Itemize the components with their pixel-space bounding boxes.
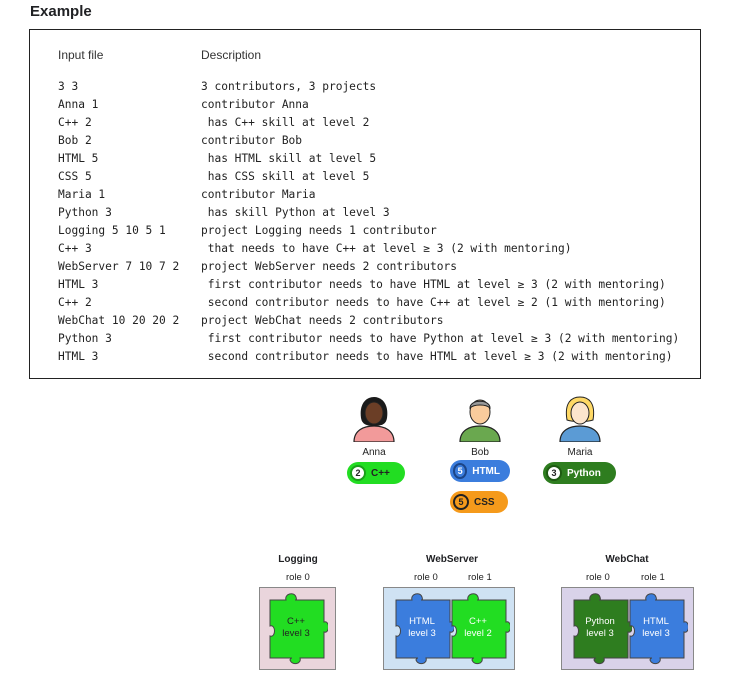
anna-avatar-icon [353, 397, 395, 443]
example-heading: Example [30, 3, 92, 20]
description-line: second contributor needs to have HTML at… [201, 350, 673, 363]
skill-level: 5 [453, 494, 469, 510]
webchat-role-0: role 0 [586, 572, 610, 583]
bob-skill-html: 5 HTML [450, 460, 510, 482]
input-line: C++ 2 [58, 296, 92, 309]
bob-name: Bob [471, 447, 489, 458]
input-line: Python 3 [58, 332, 112, 345]
webchat-panel: Python level 3 HTML level 3 [561, 587, 694, 670]
input-line: Maria 1 [58, 188, 106, 201]
description-line: first contributor needs to have Python a… [201, 332, 680, 345]
description-line: has HTML skill at level 5 [201, 152, 377, 165]
webserver-role-1: role 1 [468, 572, 492, 583]
skill-name: C++ [371, 467, 390, 479]
webchat-python-puzzle-piece-icon [573, 593, 632, 665]
webserver-cpp-puzzle-piece-icon [451, 593, 510, 665]
input-line: Anna 1 [58, 98, 99, 111]
description-line: has CSS skill at level 5 [201, 170, 370, 183]
description-line: has skill Python at level 3 [201, 206, 390, 219]
logging-cpp-puzzle-piece-icon [269, 593, 328, 665]
webchat-piece-label-1: HTML level 3 [626, 616, 686, 640]
input-line: HTML 3 [58, 278, 99, 291]
input-line: 3 3 [58, 80, 79, 93]
piece-skill: HTML [409, 616, 435, 627]
input-file-header: Input file [58, 48, 104, 62]
description-line: contributor Maria [201, 188, 316, 201]
logging-panel: C++ level 3 [259, 587, 336, 670]
description-line: project WebChat needs 2 contributors [201, 314, 444, 327]
piece-level: level 3 [586, 628, 614, 639]
logging-role-0: role 0 [286, 572, 310, 583]
contributor-maria: Maria [540, 396, 620, 458]
description-line: project Logging needs 1 contributor [201, 224, 437, 237]
webchat-html-puzzle-piece-icon [629, 593, 688, 665]
maria-avatar-icon [559, 396, 601, 443]
piece-level: level 2 [464, 628, 492, 639]
piece-level: level 3 [408, 628, 436, 639]
input-line: WebServer 7 10 7 2 [58, 260, 180, 273]
piece-skill: HTML [643, 616, 669, 627]
skill-name: HTML [472, 465, 500, 477]
description-line: has C++ skill at level 2 [201, 116, 370, 129]
piece-level: level 3 [282, 628, 310, 639]
description-line: first contributor needs to have HTML at … [201, 278, 666, 291]
piece-skill: Python [585, 616, 615, 627]
piece-skill: C++ [469, 616, 487, 627]
project-logging-title: Logging [278, 554, 318, 565]
anna-skill-cpp: 2 C++ [347, 462, 405, 484]
piece-skill: C++ [287, 616, 305, 627]
input-line: Bob 2 [58, 134, 92, 147]
skill-name: Python [567, 467, 601, 479]
project-webserver-title: WebServer [425, 554, 479, 565]
contributor-anna: Anna [334, 396, 414, 458]
piece-level: level 3 [642, 628, 670, 639]
input-line: C++ 3 [58, 242, 92, 255]
input-line: Logging 5 10 5 1 [58, 224, 166, 237]
webserver-piece-label-1: C++ level 2 [448, 616, 508, 640]
maria-skill-python: 3 Python [543, 462, 616, 484]
skill-level: 2 [350, 465, 366, 481]
anna-name: Anna [362, 447, 386, 458]
input-line: C++ 2 [58, 116, 92, 129]
skill-name: CSS [474, 496, 495, 508]
webchat-piece-label-0: Python level 3 [570, 616, 630, 640]
skill-level: 3 [546, 465, 562, 481]
description-line: second contributor needs to have C++ at … [201, 296, 666, 309]
bob-avatar-icon [459, 399, 501, 443]
description-line: contributor Anna [201, 98, 309, 111]
input-line: Python 3 [58, 206, 112, 219]
description-line: that needs to have C++ at level ≥ 3 (2 w… [201, 242, 572, 255]
contributor-bob: Bob [440, 396, 520, 458]
maria-name: Maria [567, 447, 593, 458]
project-webchat-title: WebChat [605, 554, 649, 565]
webserver-role-0: role 0 [414, 572, 438, 583]
input-line: CSS 5 [58, 170, 92, 183]
webserver-piece-label-0: HTML level 3 [392, 616, 452, 640]
skill-level: 5 [453, 463, 468, 479]
example-table: Input file Description 3 3 3 contributors… [29, 29, 701, 379]
webserver-panel: HTML level 3 C++ level 2 [383, 587, 515, 670]
logging-piece-label: C++ level 3 [266, 616, 326, 640]
webserver-html-puzzle-piece-icon [395, 593, 454, 665]
description-line: contributor Bob [201, 134, 303, 147]
input-line: WebChat 10 20 20 2 [58, 314, 180, 327]
input-line: HTML 5 [58, 152, 99, 165]
input-line: HTML 3 [58, 350, 99, 363]
description-line: project WebServer needs 2 contributors [201, 260, 457, 273]
description-header: Description [201, 48, 262, 62]
bob-skill-css: 5 CSS [450, 491, 508, 513]
description-line: 3 contributors, 3 projects [201, 80, 377, 93]
webchat-role-1: role 1 [641, 572, 665, 583]
